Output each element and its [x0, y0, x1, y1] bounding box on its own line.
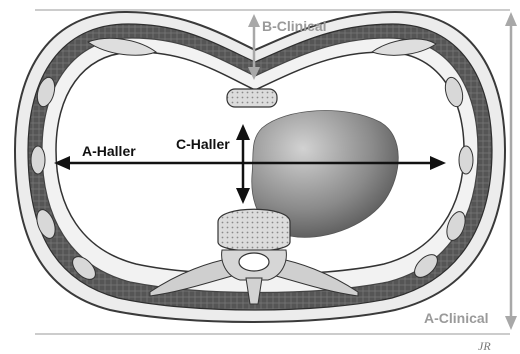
artist-signature: JR: [478, 339, 491, 353]
c-haller-label: C-Haller: [176, 136, 230, 152]
sternum: [227, 89, 277, 107]
a-clinical-arrow: [505, 12, 517, 330]
a-clinical-label: A-Clinical: [424, 310, 489, 326]
a-haller-label: A-Haller: [82, 143, 136, 159]
b-clinical-label: B-Clinical: [262, 18, 327, 34]
